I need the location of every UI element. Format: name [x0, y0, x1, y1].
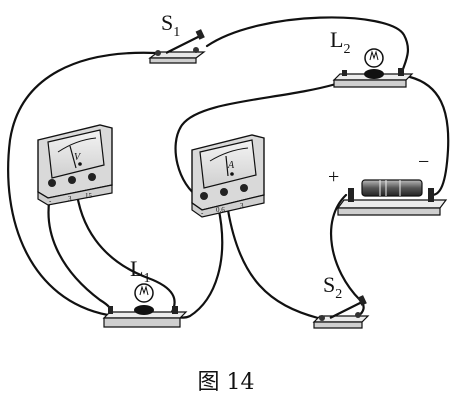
label-l2-letter: L	[330, 27, 343, 52]
voltmeter-letter: V	[74, 152, 82, 163]
battery: + −	[328, 151, 448, 216]
wire-s1-to-l2	[205, 16, 410, 74]
lamp-l2	[332, 48, 414, 88]
battery-plus: +	[328, 166, 339, 188]
label-l1-letter: L	[130, 256, 143, 281]
ammeter-terminal-3: 3	[240, 202, 244, 210]
label-s1-sub: 1	[173, 25, 180, 40]
voltmeter: V - 3 15	[37, 124, 113, 206]
label-s2-letter: S	[323, 272, 335, 297]
wire-battery-to-s2	[329, 193, 365, 318]
ammeter-letter: A	[227, 160, 235, 171]
voltmeter-terminal-3: 3	[68, 195, 72, 203]
label-s1-letter: S	[161, 10, 173, 35]
wire-s1-to-l1	[7, 51, 158, 317]
wire-voltmeter-to-l1-right	[74, 185, 176, 314]
wire-l2-to-ammeter	[174, 82, 338, 200]
voltmeter-terminal-15: 15	[85, 192, 93, 200]
label-s1: S1	[161, 10, 180, 40]
battery-minus: −	[418, 151, 429, 173]
switch-s1	[148, 29, 206, 64]
figure-caption: 图 14	[197, 370, 255, 395]
ammeter-terminal-0-6: 0.6	[216, 206, 225, 214]
switch-s2	[312, 295, 370, 329]
wire-ammeter-to-l1	[176, 204, 224, 319]
voltmeter-terminal-neg: -	[49, 197, 52, 205]
label-s2-sub: 2	[335, 287, 342, 302]
label-l1: L1	[130, 256, 150, 286]
label-s2: S2	[323, 272, 342, 302]
wire-l2-to-battery	[408, 75, 450, 197]
ammeter: A - 0.6 3	[191, 134, 265, 218]
wires	[7, 16, 450, 320]
label-l1-sub: 1	[143, 271, 150, 286]
wire-ammeter-to-s2	[226, 208, 320, 320]
label-l2: L2	[330, 27, 350, 57]
ammeter-terminal-neg: -	[201, 209, 204, 217]
lamp-l1	[102, 283, 188, 328]
label-l2-sub: 2	[343, 42, 350, 57]
